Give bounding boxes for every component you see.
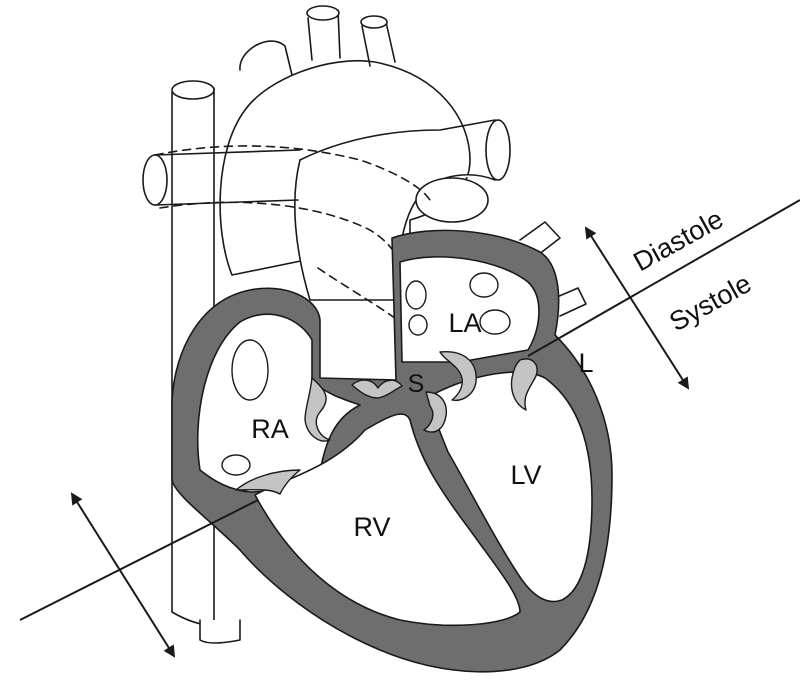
label-lv: LV — [510, 460, 541, 490]
inferior-valve — [235, 469, 301, 495]
echo-beams — [19, 199, 800, 658]
diastole-systole-arrow — [584, 226, 690, 390]
label-rv: RV — [353, 512, 390, 542]
label-systole: Systole — [664, 268, 756, 337]
aortic-valve — [510, 358, 538, 411]
label-diastole: Diastole — [628, 204, 728, 278]
tricuspid-valve — [304, 377, 331, 442]
valves — [235, 351, 538, 495]
label-l: L — [578, 348, 593, 378]
mitral-valve-anterior — [439, 351, 477, 402]
upper-beam-line — [527, 199, 800, 357]
label-la: LA — [448, 308, 481, 338]
label-ra: RA — [251, 414, 289, 444]
lower-motion-arrow — [70, 492, 176, 658]
vessel-orifices — [221, 272, 511, 476]
label-septum: S — [408, 370, 425, 398]
pulmonary-valve — [351, 379, 403, 399]
pulmonary-artery — [294, 119, 511, 301]
mitral-valve-posterior — [423, 391, 447, 433]
